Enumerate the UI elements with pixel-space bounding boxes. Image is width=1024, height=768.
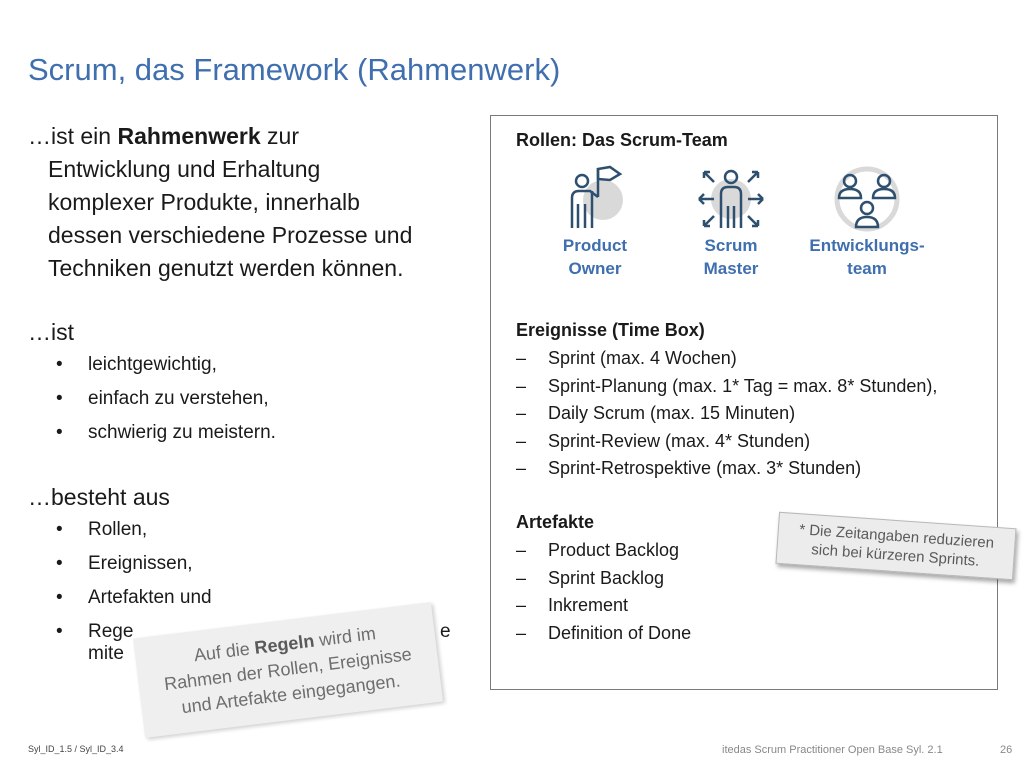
list-item: – Inkrement	[516, 592, 691, 620]
list-item-text-cont: mite	[88, 643, 124, 664]
ist-heading: …ist	[28, 319, 74, 345]
list-item-text: Sprint-Retrospektive (max. 3* Stunden)	[548, 458, 862, 478]
page-number: 26	[1000, 744, 1013, 756]
sticky-text: wird im	[312, 623, 377, 651]
list-item-text: Definition of Done	[548, 622, 692, 643]
intro-line: Entwicklung und Erhaltung	[48, 156, 321, 182]
bullet: •	[56, 519, 63, 540]
footer-course: itedas Scrum Practitioner Open Base Syl.…	[722, 744, 943, 756]
role-dev-team: Entwicklungs-team	[797, 164, 937, 280]
scrum-master-arrows-icon	[698, 169, 764, 228]
list-item-text: leichtgewichtig,	[88, 354, 217, 375]
role-label-line: Owner	[568, 259, 622, 278]
role-label-line: Product	[562, 236, 628, 255]
role-label: Entwicklungs-team	[797, 234, 937, 280]
role-label-line: Entwicklungs-	[809, 236, 925, 255]
bullet: •	[56, 621, 63, 642]
intro-suffix: zur	[260, 123, 299, 149]
list-item: –Sprint Backlog	[516, 565, 691, 593]
role-label-line: Master	[703, 259, 759, 278]
besteht-list: • Rollen, • Ereignissen, • Artefakten und •…	[28, 513, 483, 665]
list-item: –Sprint-Planung (max. 1* Tag = max. 8* S…	[516, 373, 937, 401]
bullet: •	[56, 587, 63, 608]
list-item-text: Product Backlog	[548, 540, 680, 560]
role-label-line: Scrum	[704, 236, 758, 255]
list-item: • schwierig zu meistern.	[28, 416, 483, 450]
list-item: • leichtgewichtig,	[28, 348, 483, 382]
list-item: • Rege e mite	[28, 615, 483, 665]
events-list: –Sprint (max. 4 Wochen) –Sprint-Planung …	[516, 345, 937, 483]
dash: –	[516, 458, 527, 478]
intro-prefix: …ist ein	[28, 123, 118, 149]
intro-line: komplexer Produkte, innerhalb	[48, 189, 360, 215]
list-item: –Definition of Done	[516, 620, 691, 648]
page-title: Scrum, das Framework (Rahmenwerk)	[28, 52, 561, 87]
list-item-text: Sprint-Review (max. 4* Stunden)	[548, 430, 811, 451]
list-item: – Sprint (max. 4 Wochen)	[516, 345, 937, 373]
sticky-bold: Regeln	[253, 630, 316, 658]
list-item-text: Ereignissen,	[88, 553, 193, 574]
sticky-text: Auf die	[192, 637, 256, 666]
list-item-text: Sprint-Planung (max. 1* Tag = max. 8* St…	[548, 375, 938, 396]
team-people-icon	[834, 166, 900, 232]
dash: –	[516, 375, 527, 396]
events-heading: Ereignisse (Time Box)	[516, 320, 705, 340]
intro-line: Techniken genutzt werden können.	[48, 255, 404, 281]
roles-heading: Rollen: Das Scrum-Team	[516, 130, 728, 150]
bullet: •	[56, 354, 63, 375]
artifacts-heading: Artefakte	[516, 512, 595, 532]
list-item: – Daily Scrum (max. 15 Minuten)	[516, 400, 937, 428]
list-item-text: einfach zu verstehen,	[88, 388, 269, 409]
list-item-text: schwierig zu meistern.	[88, 422, 276, 443]
list-item-text: Rege	[88, 621, 134, 642]
footer-syllabus-id: Syl_ID_1.5 / Syl_ID_3.4	[28, 744, 124, 754]
product-owner-flag-icon	[570, 165, 623, 228]
intro-paragraph: …ist ein Rahmenwerk zur Entwicklung und …	[28, 120, 483, 285]
bullet: •	[56, 553, 63, 574]
dash: –	[516, 348, 527, 368]
besteht-heading: …besteht aus	[28, 484, 170, 510]
list-item: • Ereignissen,	[28, 547, 483, 581]
artifacts-list: –Product Backlog –Sprint Backlog –Inkrem…	[516, 537, 691, 647]
dash: –	[516, 430, 527, 451]
dash: –	[516, 595, 527, 615]
list-item: – Sprint-Retrospektive (max. 3* Stunden)	[516, 455, 937, 483]
ist-list: • leichtgewichtig, • einfach zu verstehen,…	[28, 348, 483, 450]
list-item-tail: e	[440, 621, 451, 642]
left-column: …ist ein Rahmenwerk zur Entwicklung und …	[28, 120, 483, 665]
role-label-line: team	[847, 259, 887, 278]
list-item-text: Daily Scrum (max. 15 Minuten)	[548, 403, 796, 423]
intro-line: dessen verschiedene Prozesse und	[48, 222, 413, 248]
dash: –	[516, 622, 527, 643]
list-item: –Sprint-Review (max. 4* Stunden)	[516, 428, 937, 456]
list-item-text: Artefakten und	[88, 587, 212, 608]
list-item: – Product Backlog	[516, 537, 691, 565]
bullet: •	[56, 388, 63, 409]
list-item: • einfach zu verstehen,	[28, 382, 483, 416]
list-item: • Artefakten und	[28, 581, 483, 615]
list-item: • Rollen,	[28, 513, 483, 547]
list-item-text: Rollen,	[88, 519, 148, 540]
intro-bold: Rahmenwerk	[117, 123, 261, 149]
list-item-text: Inkrement	[548, 595, 629, 615]
bullet: •	[56, 422, 63, 443]
list-item-text: Sprint (max. 4 Wochen)	[548, 348, 737, 368]
list-item-text: Sprint Backlog	[548, 567, 665, 588]
dash: –	[516, 403, 527, 423]
dash: –	[516, 540, 527, 560]
dash: –	[516, 567, 527, 588]
